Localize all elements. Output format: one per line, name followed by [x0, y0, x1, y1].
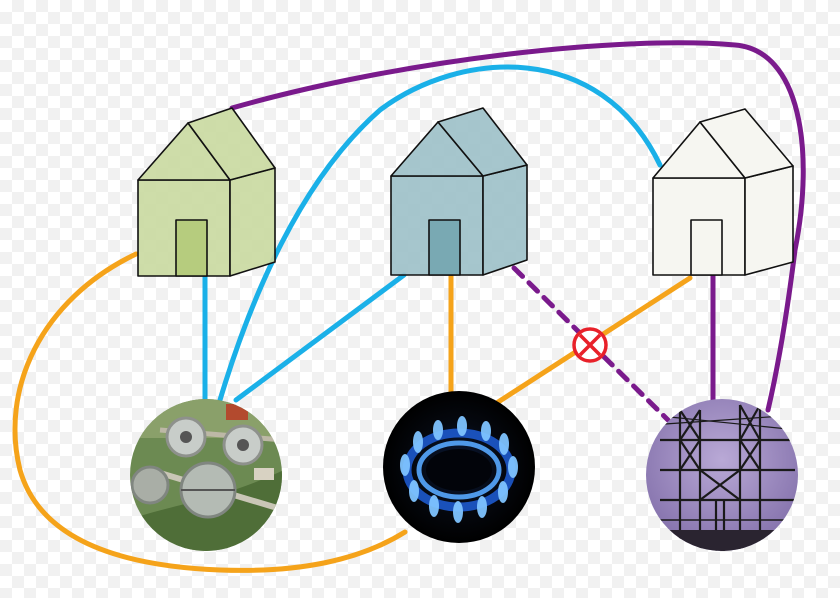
water-treatment-icon [130, 399, 282, 551]
house-middle [390, 107, 528, 276]
electricity-pylon-icon [646, 399, 798, 551]
house-left [137, 107, 276, 277]
house-left-door [175, 219, 208, 277]
house-right-door [690, 219, 723, 276]
crossing-marker [572, 327, 608, 363]
water-line-right-house [217, 64, 663, 403]
gas-flame-icon [383, 391, 535, 543]
house-middle-door [428, 219, 461, 276]
water-line-middle-house [233, 272, 407, 403]
gas-line-left-house [12, 251, 408, 573]
electricity-line-left-house [229, 40, 806, 413]
house-right [652, 108, 794, 276]
